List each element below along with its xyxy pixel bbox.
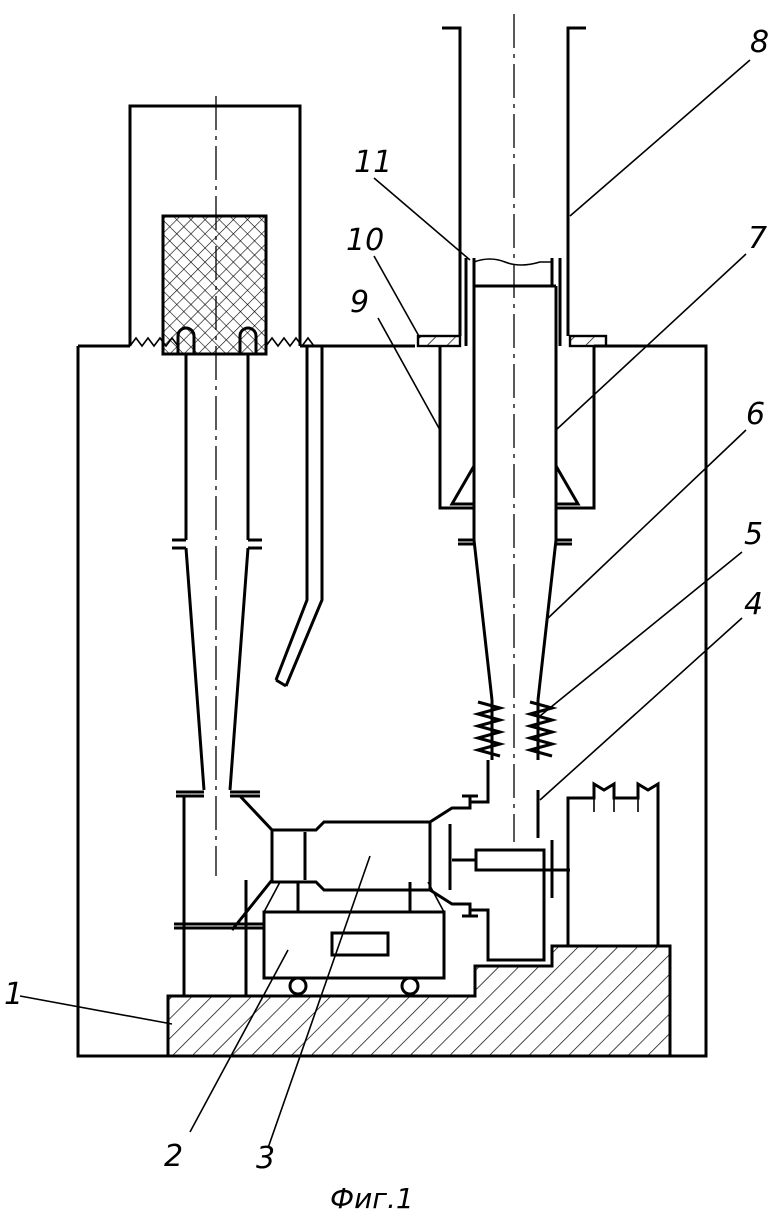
label-11: 11 bbox=[354, 145, 392, 180]
label-7: 7 bbox=[748, 221, 767, 256]
duct bbox=[452, 760, 570, 960]
turbo-unit bbox=[272, 796, 478, 916]
bellows-left bbox=[478, 702, 500, 756]
label-5: 5 bbox=[744, 517, 763, 552]
sleeve bbox=[440, 346, 594, 508]
motor-block bbox=[568, 784, 658, 946]
vertical-pipe bbox=[466, 258, 560, 540]
center-lines bbox=[216, 14, 514, 876]
side-pipe bbox=[276, 346, 322, 686]
label-3: 3 bbox=[256, 1141, 275, 1176]
bellows-right bbox=[530, 702, 552, 756]
label-2: 2 bbox=[164, 1139, 183, 1174]
label-1: 1 bbox=[4, 977, 23, 1012]
label-9: 9 bbox=[350, 285, 369, 320]
label-10: 10 bbox=[346, 223, 384, 258]
cone-pipe bbox=[458, 540, 572, 760]
figure-caption: Фиг.1 bbox=[330, 1182, 414, 1215]
label-4: 4 bbox=[744, 587, 763, 622]
suction-pipe bbox=[172, 355, 272, 996]
carriage bbox=[264, 882, 444, 994]
label-8: 8 bbox=[750, 25, 769, 60]
foundation-base bbox=[168, 946, 670, 1056]
flange bbox=[418, 336, 606, 346]
label-6: 6 bbox=[746, 397, 765, 432]
filter-housing bbox=[130, 106, 314, 355]
